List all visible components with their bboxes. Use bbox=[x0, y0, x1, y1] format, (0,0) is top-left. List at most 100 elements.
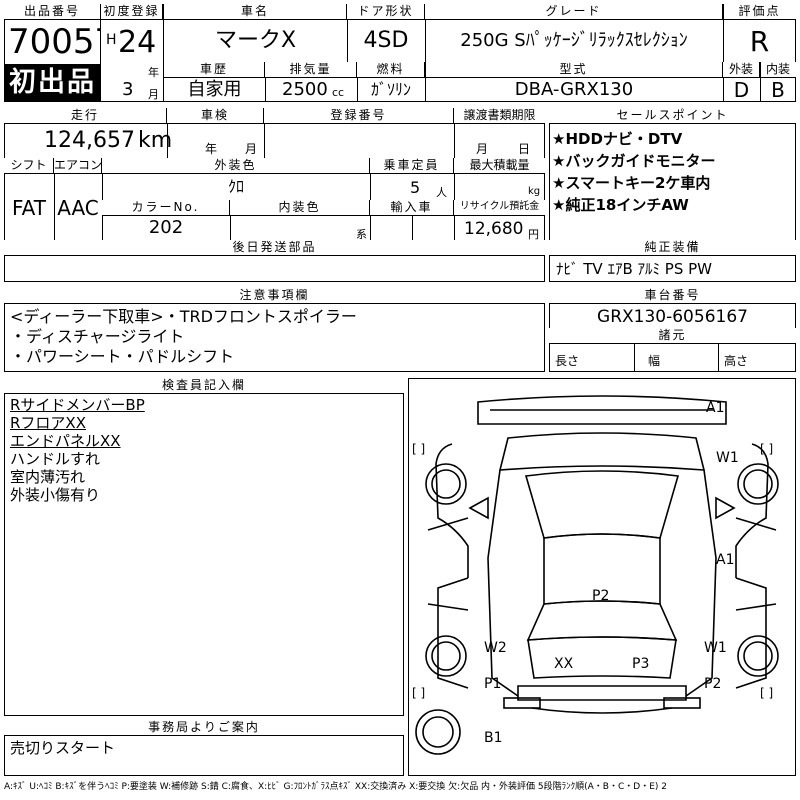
divider bbox=[347, 20, 348, 62]
year-value: 24 bbox=[118, 26, 157, 60]
import-label: 輸入車 bbox=[370, 200, 454, 216]
color-number-label: カラーNo. bbox=[102, 200, 230, 216]
mileage-label: 走行 bbox=[4, 108, 167, 124]
grade-value: 250G Sﾊﾟｯｹｰｼﾞﾘﾗｯｸｽｾﾚｸｼｮﾝ bbox=[460, 30, 688, 51]
aircon-label: エアコン bbox=[54, 158, 102, 174]
sales-point-item: ★スマートキー2ケ車内 bbox=[552, 174, 711, 192]
inspector-line: エンドパネルXX bbox=[10, 432, 121, 450]
bracket-left: [ ] bbox=[412, 442, 426, 456]
car-diagram bbox=[415, 395, 779, 755]
damage-mark: P2 bbox=[592, 588, 610, 604]
notes-line: <ディーラー下取車>・TRDフロントスポイラー bbox=[10, 307, 357, 326]
divider bbox=[723, 4, 724, 102]
exterior-color-value: ｸﾛ bbox=[227, 177, 244, 196]
car-diagram-block bbox=[408, 378, 796, 776]
door-label: ドア形状 bbox=[347, 4, 425, 20]
car-name-label: 車名 bbox=[164, 4, 347, 20]
month-unit: 月 bbox=[148, 88, 159, 101]
registration-number-label: 登録番号 bbox=[264, 108, 454, 124]
score-value: R bbox=[749, 25, 770, 58]
divider bbox=[102, 158, 103, 240]
damage-mark: W1 bbox=[704, 640, 727, 656]
recycle-label: リサイクル預託金 bbox=[454, 200, 545, 216]
width-label: 幅 bbox=[648, 354, 661, 368]
office-label: 事務局よりご案内 bbox=[4, 720, 404, 736]
bracket-right: [ ] bbox=[760, 442, 774, 456]
notes-line: ・パワーシート・パドルシフト bbox=[10, 347, 235, 366]
sales-points-label: セールスポイント bbox=[549, 108, 796, 124]
sales-point-item: ★HDDナビ・DTV bbox=[552, 130, 683, 148]
notes-line: ・ディスチャージライト bbox=[10, 327, 185, 346]
inspector-block bbox=[4, 378, 404, 716]
length-label: 長さ bbox=[555, 354, 580, 368]
chassis-value: GRX130-6056167 bbox=[597, 307, 748, 327]
damage-mark: A1 bbox=[716, 552, 735, 568]
inspector-line: RフロアXX bbox=[10, 414, 86, 432]
history-label: 車歴 bbox=[164, 62, 265, 78]
fuel-label: 燃料 bbox=[357, 62, 425, 78]
inspection-month-unit: 月 bbox=[245, 142, 258, 156]
exterior-color-label: 外装色 bbox=[102, 158, 370, 174]
divider bbox=[718, 344, 719, 372]
capacity-value: 5 bbox=[410, 178, 421, 197]
later-parts-label: 後日発送部品 bbox=[4, 240, 545, 256]
interior-color-label: 内装色 bbox=[230, 200, 370, 216]
lot-number-label: 出品番号 bbox=[4, 4, 101, 20]
color-number-value: 202 bbox=[148, 217, 184, 238]
inspection-label: 車検 bbox=[167, 108, 264, 124]
aircon-value: AAC bbox=[57, 196, 99, 220]
damage-mark: B1 bbox=[484, 730, 503, 746]
divider bbox=[167, 108, 168, 158]
max-load-unit: kg bbox=[528, 186, 541, 197]
transfer-month-unit: 月 bbox=[476, 142, 489, 156]
damage-mark: P1 bbox=[484, 676, 502, 692]
grade-label: グレード bbox=[425, 4, 723, 20]
mileage-value: 124,657 bbox=[44, 128, 135, 153]
divider bbox=[370, 158, 371, 240]
equipment-value: ﾅﾋﾞ TV ｴｱB ｱﾙﾐ PS PW bbox=[556, 260, 712, 278]
capacity-unit: 人 bbox=[436, 186, 447, 199]
header-block bbox=[4, 4, 796, 102]
lot-number-value: 70057 bbox=[8, 22, 100, 62]
year-prefix: H bbox=[106, 32, 117, 48]
damage-mark: W2 bbox=[484, 640, 507, 656]
recycle-unit: 円 bbox=[528, 228, 539, 241]
damage-mark: P3 bbox=[632, 656, 650, 672]
divider bbox=[265, 62, 266, 102]
damage-mark: A1 bbox=[706, 400, 725, 416]
model-label: 型式 bbox=[425, 62, 723, 78]
displacement-label: 排気量 bbox=[265, 62, 357, 78]
notes-label: 注意事項欄 bbox=[4, 288, 545, 304]
exterior-label: 外装 bbox=[723, 62, 760, 78]
displacement-value: 2500 bbox=[282, 79, 328, 100]
divider bbox=[425, 62, 426, 102]
divider bbox=[357, 62, 358, 102]
sales-point-item: ★バックガイドモニター bbox=[552, 152, 716, 170]
divider bbox=[54, 158, 55, 240]
first-registration-label: 初度登録 bbox=[101, 4, 163, 20]
shift-label: シフト bbox=[4, 158, 54, 174]
shift-value: FAT bbox=[11, 196, 46, 220]
damage-mark: XX bbox=[554, 656, 574, 672]
divider bbox=[634, 344, 635, 372]
interior-color-unit: 系 bbox=[356, 228, 367, 241]
capacity-label: 乗車定員 bbox=[370, 158, 454, 174]
inspector-line: RサイドメンバーBP bbox=[10, 396, 145, 414]
bracket-left: [ ] bbox=[412, 686, 426, 700]
legend-text: A:ｷｽﾞ U:ﾍｺﾐ B:ｷｽﾞを伴うﾍｺﾐ P:要塗装 W:補修跡 S:錆 … bbox=[4, 782, 667, 792]
sales-point-item: ★純正18インチAW bbox=[552, 196, 689, 214]
score-label: 評価点 bbox=[723, 4, 796, 20]
first-listing-badge: 初出品 bbox=[4, 64, 101, 102]
bracket-right: [ ] bbox=[760, 686, 774, 700]
mileage-unit: km bbox=[138, 128, 173, 153]
inspector-line: 室内薄汚れ bbox=[10, 468, 86, 486]
inspector-line: ハンドルすれ bbox=[10, 450, 101, 468]
displacement-unit: cc bbox=[332, 86, 345, 99]
inspector-label: 検査員記入欄 bbox=[4, 378, 404, 394]
door-value: 4SD bbox=[363, 28, 409, 53]
damage-mark: P2 bbox=[704, 676, 722, 692]
office-text: 売切りスタート bbox=[10, 739, 116, 757]
transfer-day-unit: 日 bbox=[518, 142, 531, 156]
interior-label: 内装 bbox=[760, 62, 796, 78]
divider bbox=[454, 108, 455, 158]
